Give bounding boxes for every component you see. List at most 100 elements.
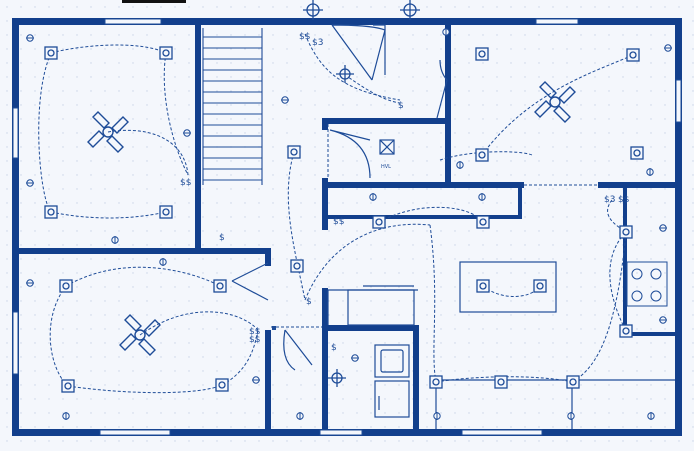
washer (374, 344, 410, 378)
window-left-1 (12, 107, 19, 159)
outlet-icon (369, 193, 377, 201)
door-bath (283, 329, 313, 371)
kitchen-island (459, 261, 557, 313)
counter-wall (328, 215, 522, 219)
outlet-icon (478, 193, 486, 201)
utility-wall-bottom (627, 332, 675, 336)
square-box-icon (476, 215, 490, 229)
square-box-icon (533, 279, 547, 293)
scale-bar (122, 0, 186, 3)
window-bottom-1 (99, 429, 171, 436)
square-box-icon (159, 205, 173, 219)
switch-symbol-icon: $3 (312, 38, 323, 48)
outlet-icon (252, 376, 260, 384)
square-box-icon (476, 279, 490, 293)
dryer (374, 380, 410, 418)
ceiling-fans (87, 81, 576, 356)
square-box-icon (290, 259, 304, 273)
hvac-label: HVL (381, 164, 391, 170)
door-hall (329, 129, 371, 179)
middle-horizontal-wall (322, 182, 524, 188)
square-box-icon (44, 205, 58, 219)
window-bottom-3 (461, 429, 543, 436)
square-box-icon (159, 46, 173, 60)
outlet-icon (433, 412, 441, 420)
switch-symbol-icon: $ (219, 233, 225, 243)
switch-symbol-icon: $ (398, 101, 404, 111)
switch-symbol-icon: $$ (333, 217, 344, 227)
middle-horizontal-wall-right (598, 182, 675, 188)
window-top-1 (104, 18, 162, 25)
outlet-icon (26, 34, 34, 42)
outlet-icon (442, 28, 450, 36)
square-box-icon (287, 145, 301, 159)
outlet-icon (659, 316, 667, 324)
cooktop (626, 261, 668, 307)
switch-symbol-icon: $$ (299, 32, 310, 42)
switch-symbol-icon: $ (306, 297, 312, 307)
bath-wall-top (322, 325, 418, 331)
circle-light-icon (400, 0, 420, 20)
square-box-icon (61, 379, 75, 393)
outlet-icon (659, 224, 667, 232)
range-appliance (347, 289, 415, 326)
switch-symbol-icon: $$ (618, 195, 629, 205)
switch-symbol-icon: $3 (604, 195, 615, 205)
door-swings (283, 24, 448, 371)
switch-symbols: $$ $3 $ $$ $ $$ $$ $ $ $$ $3 $$ (180, 32, 629, 353)
outlet-icon (26, 279, 34, 287)
square-box-icon (619, 225, 633, 239)
outlet-icon (111, 236, 119, 244)
square-box-icon (475, 47, 489, 61)
recessed-lights (44, 46, 644, 393)
window-left-2 (12, 311, 19, 375)
opening-dashes (271, 124, 598, 328)
square-box-icon (630, 146, 644, 160)
outlet-icon (183, 129, 191, 137)
pendant-lights (303, 0, 420, 387)
ceiling-fan-icon (87, 111, 129, 153)
bath-wall-left (322, 288, 328, 436)
left-divider-wall (19, 248, 271, 254)
outlet-icon (26, 179, 34, 187)
window-right-1 (675, 79, 682, 123)
square-box-icon (44, 46, 58, 60)
exhaust-fan (379, 139, 395, 155)
switch-symbol-icon: $$ (249, 335, 260, 345)
outlet-icon (351, 354, 359, 362)
square-box-icon (213, 279, 227, 293)
door-entry (373, 24, 386, 75)
square-box-icon (215, 378, 229, 392)
square-box-icon (566, 375, 580, 389)
stair-wall-left (195, 25, 201, 253)
staircase (202, 28, 263, 185)
square-box-icon (59, 279, 73, 293)
square-box-icon (619, 324, 633, 338)
switch-symbol-icon: $ (331, 343, 337, 353)
outlet-icon (62, 412, 70, 420)
thin-partitions (231, 261, 675, 429)
outlet-icon (646, 168, 654, 176)
outlet-icon (281, 96, 289, 104)
lower-left-room-wall-2 (265, 330, 271, 429)
exterior-wall-left (12, 18, 19, 436)
circle-light-icon (328, 369, 346, 387)
switch-symbol-icon: $$ (249, 327, 260, 337)
outlet-icon (664, 44, 672, 52)
circle-light-icon (303, 0, 323, 20)
window-top-2 (535, 18, 579, 25)
square-box-icon (626, 48, 640, 62)
outlet-icon (456, 161, 464, 169)
circle-light-icon (336, 65, 354, 83)
square-box-icon (494, 375, 508, 389)
wall-outlets (26, 28, 672, 420)
outlet-icon (296, 412, 304, 420)
panel-marker (272, 326, 276, 330)
switch-symbol-icon: $$ (180, 178, 191, 188)
square-box-icon (372, 215, 386, 229)
outlet-icon (647, 412, 655, 420)
utility-wall (623, 188, 627, 336)
closet-wall-right (445, 25, 451, 185)
